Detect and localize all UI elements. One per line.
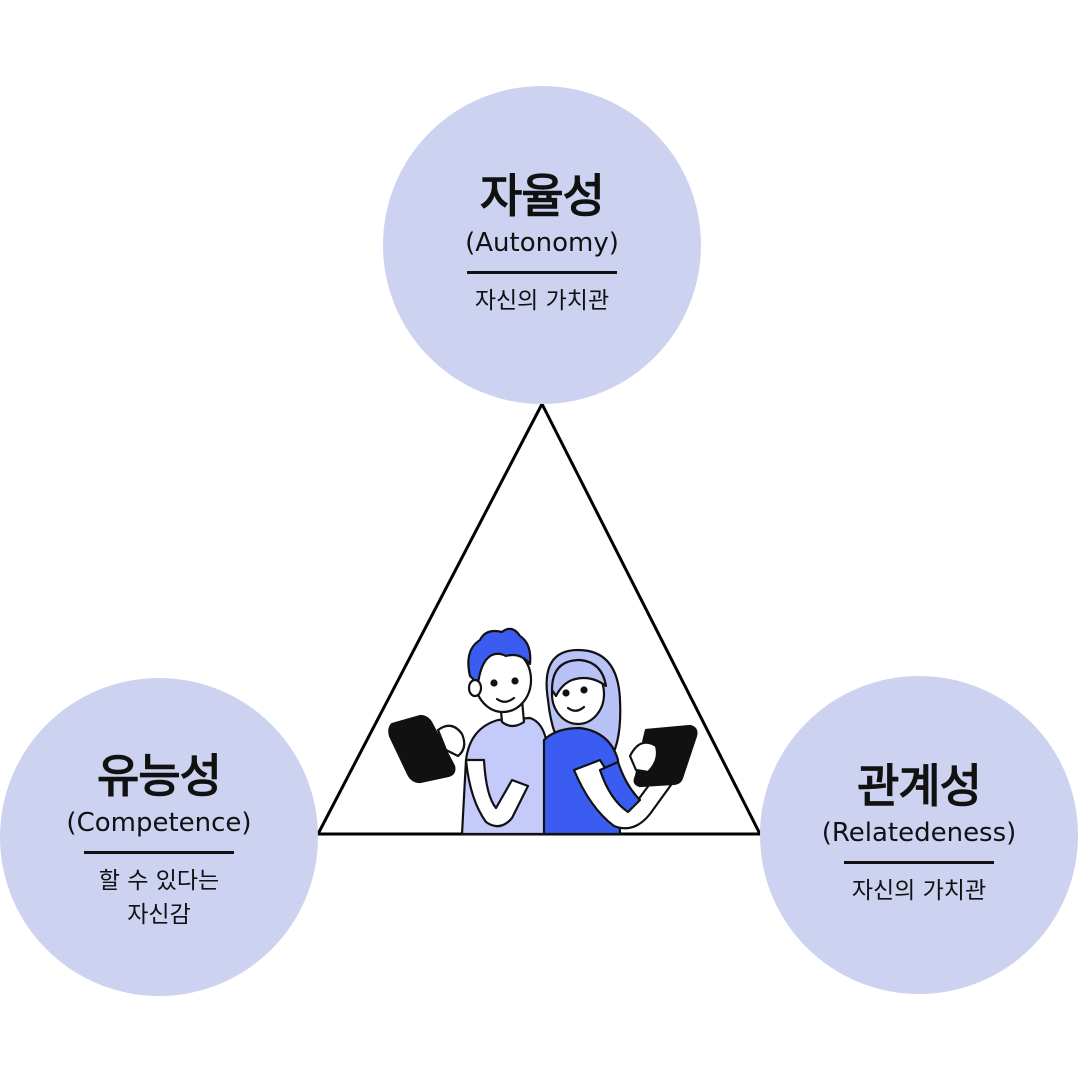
man-hand [436,724,466,758]
woman-mouth [566,705,586,712]
man-eye-left [490,679,498,687]
man-mouth [495,696,516,703]
relatedness-description: 자신의 가치관 [851,878,987,905]
competence-subtitle: (Competence) [66,807,252,838]
man-tablet [388,714,456,784]
two-people-with-tablets-illustration [388,627,698,836]
autonomy-circle: 자율성 (Autonomy) 자신의 가치관 [383,86,701,404]
man-eye-right [511,677,519,685]
autonomy-description: 자신의 가치관 [474,288,610,315]
relatedness-divider [844,861,994,865]
man-ear [467,678,483,698]
woman-hair-front [550,658,608,698]
competence-divider [84,850,234,854]
man-hair [467,627,532,686]
competence-description-line2: 자신감 [127,902,191,929]
autonomy-subtitle: (Autonomy) [465,227,619,258]
woman-hand [628,741,659,774]
woman-eye-right [580,686,588,694]
competence-title: 유능성 [97,749,222,804]
relatedness-subtitle: (Relatedeness) [821,817,1017,848]
autonomy-title: 자율성 [480,169,605,224]
competence-description-line1: 할 수 있다는 [98,867,220,894]
autonomy-divider [467,271,617,275]
woman-sleeve [598,760,642,814]
competence-circle: 유능성 (Competence) 할 수 있다는 자신감 [0,678,318,996]
woman-eye-left [562,689,570,697]
relatedness-title: 관계성 [857,759,982,814]
relatedness-circle: 관계성 (Relatedeness) 자신의 가치관 [760,676,1078,994]
man-arm [464,758,530,828]
